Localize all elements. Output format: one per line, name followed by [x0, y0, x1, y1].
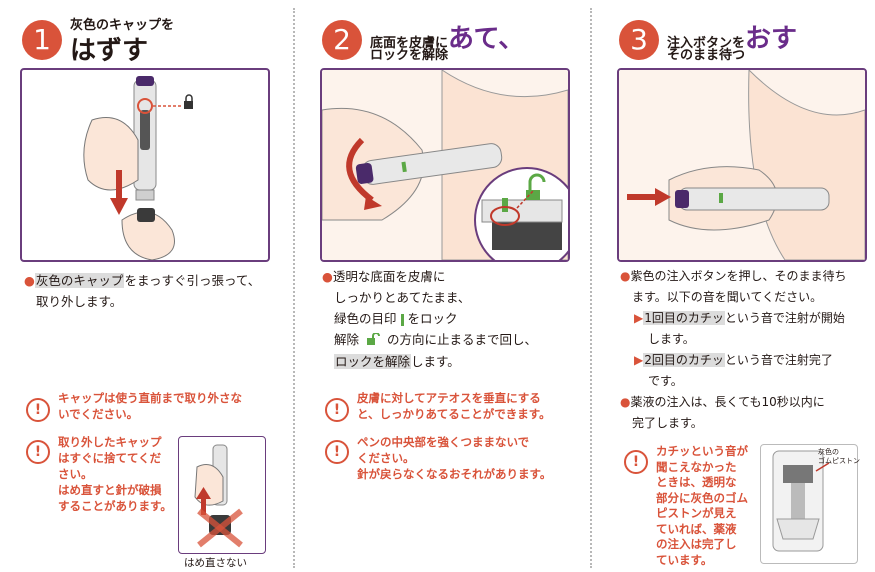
step-3-instruction-line: という音で注射完了 — [724, 353, 833, 367]
step-2-warning-2-line: 針が戻らなくなるおそれがあります。 — [357, 467, 552, 481]
step-2-instruction-line: 解除 — [334, 332, 360, 347]
step-3-instruction: ●紫色の注入ボタンを押し、そのまま待ち ます。以下の音を聞いてください。 ▶1回… — [620, 266, 870, 434]
cap-removal-illustration — [83, 76, 193, 260]
step-3-instruction-line: します。 — [648, 332, 695, 346]
step-1-illustration — [20, 68, 270, 262]
step-1-instruction: ●灰色のキャップをまっすぐ引っ張って、 取り外します。 — [24, 270, 284, 312]
step-2-title-big: あて、 — [448, 24, 525, 54]
step-1-warning-2: 取り外したキャップ はすぐに捨ててくだ さい。 はめ直すと針が破損 することがあ… — [58, 434, 178, 514]
step-3-title-pre: 注入ボタンを — [667, 36, 746, 51]
step-3-warning: カチッという音が 聞こえなかった ときは、透明な 部分に灰色のゴム ピストンが見… — [656, 444, 766, 568]
warning-icon: ! — [26, 440, 50, 464]
step-3-title-big: おす — [745, 24, 798, 54]
step-2-instruction-line: 透明な底面を皮膚に — [332, 269, 446, 284]
step-2-instruction-line: をロック — [407, 311, 458, 326]
piston-label-line: 灰色の — [818, 448, 839, 456]
warning-icon: ! — [325, 398, 349, 422]
step-1-number: 1 — [22, 20, 62, 60]
dont-recap-caption: はめ直さない — [184, 557, 247, 569]
step-3-instruction-line: 完了します。 — [632, 416, 703, 430]
step-2-title-line2: ロックを解除 — [370, 48, 449, 63]
dont-recap-illustration — [178, 436, 266, 554]
step-3-instruction-line: 紫色の注入ボタンを押し、そのまま待ち — [630, 269, 847, 283]
step-3-warning-line: ときは、透明な — [656, 475, 737, 489]
gray-cap-highlight: 灰色のキャップ — [34, 273, 125, 288]
unlock-icon — [366, 330, 380, 351]
step-1-instruction-line2: 取り外します。 — [36, 294, 123, 309]
piston-illustration — [760, 444, 858, 564]
step-3-warning-line: カチッという音が — [656, 444, 748, 458]
step-3-warning-line: 聞こえなかった — [656, 459, 737, 474]
step-2-warning-1-line: 皮膚に対してアテオスを垂直にする — [357, 391, 541, 405]
step-2-number: 2 — [322, 20, 362, 60]
rubber-piston-illustration — [772, 450, 830, 552]
step-2-instruction-line: の方向に止まるまで回し、 — [386, 332, 537, 347]
unlock-illustration — [322, 70, 568, 260]
step-3-warning-line: ています。 — [656, 552, 713, 567]
step-3-warning-line: ピストンが見え — [656, 506, 737, 520]
step-1-instruction-text: をまっすぐ引っ張って、 — [124, 273, 261, 288]
step-1-title-small: 灰色のキャップを — [70, 18, 175, 33]
warning-icon: ! — [624, 450, 648, 474]
step-2-title: 底面を皮膚にあて、 — [370, 18, 524, 55]
step-1-title-big: はずす — [70, 36, 149, 66]
step-2-warning-1: 皮膚に対してアテオスを垂直にする と、しっかりあてることができます。 — [357, 390, 582, 422]
step-2-instruction-line: します。 — [411, 354, 460, 369]
step-1-warning-2-line: はめ直すと針が破損 — [58, 483, 162, 497]
step-2-instruction-line: 緑色の目印 — [334, 311, 397, 326]
step-3-warning-line: ていれば、薬液 — [656, 521, 737, 536]
step-3-instruction-line: ます。以下の音を聞いてください。 — [632, 290, 823, 304]
step-2-warning-1-line: と、しっかりあてることができます。 — [357, 407, 551, 421]
step-1-warning-1-line1: キャップは使う直前まで取り外さな — [58, 391, 242, 405]
step-2-illustration — [320, 68, 570, 262]
step-3-title: 注入ボタンをおす — [667, 18, 797, 55]
step-3-instruction-line: という音で注射が開始 — [724, 311, 845, 325]
second-click-highlight: 2回目のカチッ — [643, 353, 725, 367]
step-3-illustration — [617, 68, 867, 262]
step-1-warning-2-line: はすぐに捨ててくだ — [58, 451, 162, 465]
warning-icon: ! — [325, 440, 349, 464]
step-3-title-line2: そのまま待つ — [667, 48, 746, 63]
green-marker-icon — [400, 313, 404, 326]
step-3-instruction-line: 薬液の注入は、長くても10秒以内に — [630, 395, 825, 409]
step-1-warning-1: キャップは使う直前まで取り外さな いでください。 — [58, 390, 278, 422]
column-divider-1 — [293, 8, 295, 568]
first-click-highlight: 1回目のカチッ — [643, 311, 725, 325]
step-2-warning-2-line: ペンの中央部を強くつままないで — [357, 435, 530, 449]
step-3-instruction-line: です。 — [648, 374, 683, 388]
no-recap-illustration — [194, 444, 243, 548]
step-1-warning-2-line: さい。 — [58, 467, 93, 481]
step-2-warning-2-line: ください。 — [357, 451, 415, 465]
step-3-warning-line: 部分に灰色のゴム — [656, 490, 748, 505]
step-1-warning-1-line2: いでください。 — [58, 407, 139, 421]
step-2-title-pre: 底面を皮膚に — [370, 36, 449, 51]
step-1-warning-2-line: 取り外したキャップ — [58, 435, 162, 449]
step-2-instruction: ●透明な底面を皮膚に しっかりとあてたまま、 緑色の目印 をロック 解除 の方向… — [322, 266, 582, 372]
step-2-instruction-line: しっかりとあてたまま、 — [334, 290, 471, 305]
warning-icon: ! — [26, 398, 50, 422]
step-3-number: 3 — [619, 20, 659, 60]
piston-label: 灰色の ゴムピストン — [818, 448, 860, 466]
step-3-warning-line: の注入は完了し — [656, 537, 737, 551]
step-1-warning-2-line: することがあります。 — [58, 499, 172, 513]
column-divider-2 — [590, 8, 592, 568]
unlock-highlight: ロックを解除 — [334, 354, 412, 369]
piston-label-line: ゴムピストン — [818, 457, 860, 465]
step-2-warning-2: ペンの中央部を強くつままないで ください。 針が戻らなくなるおそれがあります。 — [357, 434, 582, 482]
inject-illustration — [619, 70, 865, 260]
